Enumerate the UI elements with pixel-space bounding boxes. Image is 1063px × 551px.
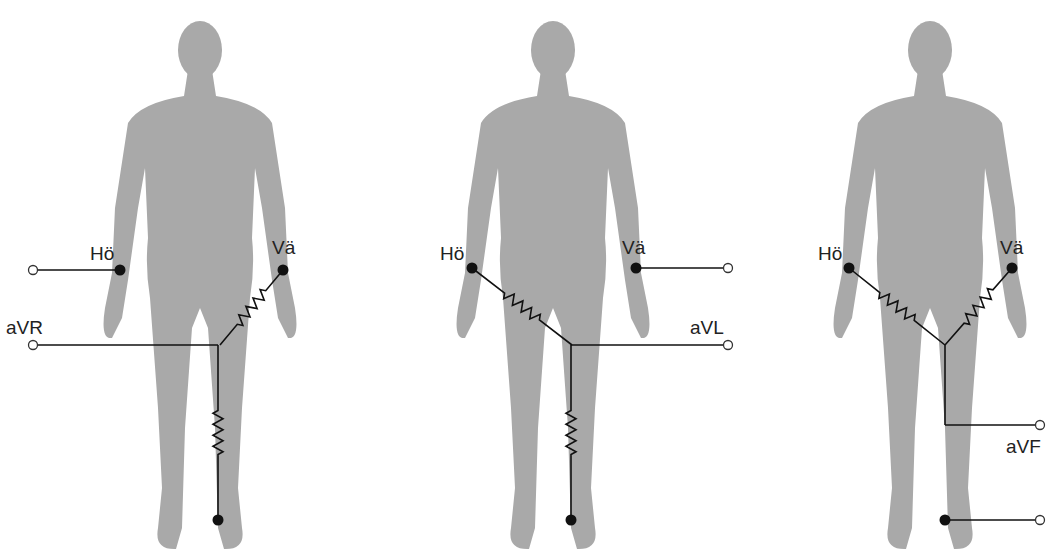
resistor-symbol	[566, 345, 576, 520]
body-figure	[104, 21, 297, 549]
lead-wire	[37, 344, 218, 346]
lead-name: aVR	[6, 318, 43, 337]
lead-wire	[37, 269, 120, 271]
lead-wire	[571, 344, 724, 346]
resistor-symbol	[220, 270, 283, 345]
electrode	[467, 263, 478, 274]
limb-side-label: Hö	[818, 244, 842, 263]
resistor-symbol	[849, 268, 945, 345]
resistor-symbol	[213, 345, 223, 520]
lead-wire	[945, 519, 1036, 521]
limb-side-label: Hö	[90, 244, 114, 263]
electrode	[844, 263, 855, 274]
electrode	[566, 515, 577, 526]
terminal	[724, 341, 733, 350]
terminal	[1036, 516, 1045, 525]
lead-name: aVL	[690, 318, 724, 337]
terminal	[29, 341, 38, 350]
electrode	[115, 265, 126, 276]
limb-side-label: Vä	[1000, 238, 1023, 257]
resistor-symbol	[472, 268, 572, 345]
electrode	[1007, 263, 1018, 274]
limb-side-label: Hö	[440, 244, 464, 263]
body-figure	[457, 21, 650, 549]
lead-name: aVF	[1006, 437, 1041, 456]
terminal	[1036, 421, 1045, 430]
electrode	[940, 515, 951, 526]
limb-side-label: Vä	[622, 238, 645, 257]
electrode	[278, 265, 289, 276]
terminal	[29, 266, 38, 275]
body-figure	[834, 21, 1027, 549]
lead-wire	[945, 424, 1036, 426]
terminal	[724, 264, 733, 273]
electrode	[631, 263, 642, 274]
electrode	[213, 515, 224, 526]
resistor-symbol	[945, 268, 1012, 345]
lead-wire	[944, 345, 946, 425]
lead-wire	[636, 267, 724, 269]
limb-side-label: Vä	[272, 238, 295, 257]
